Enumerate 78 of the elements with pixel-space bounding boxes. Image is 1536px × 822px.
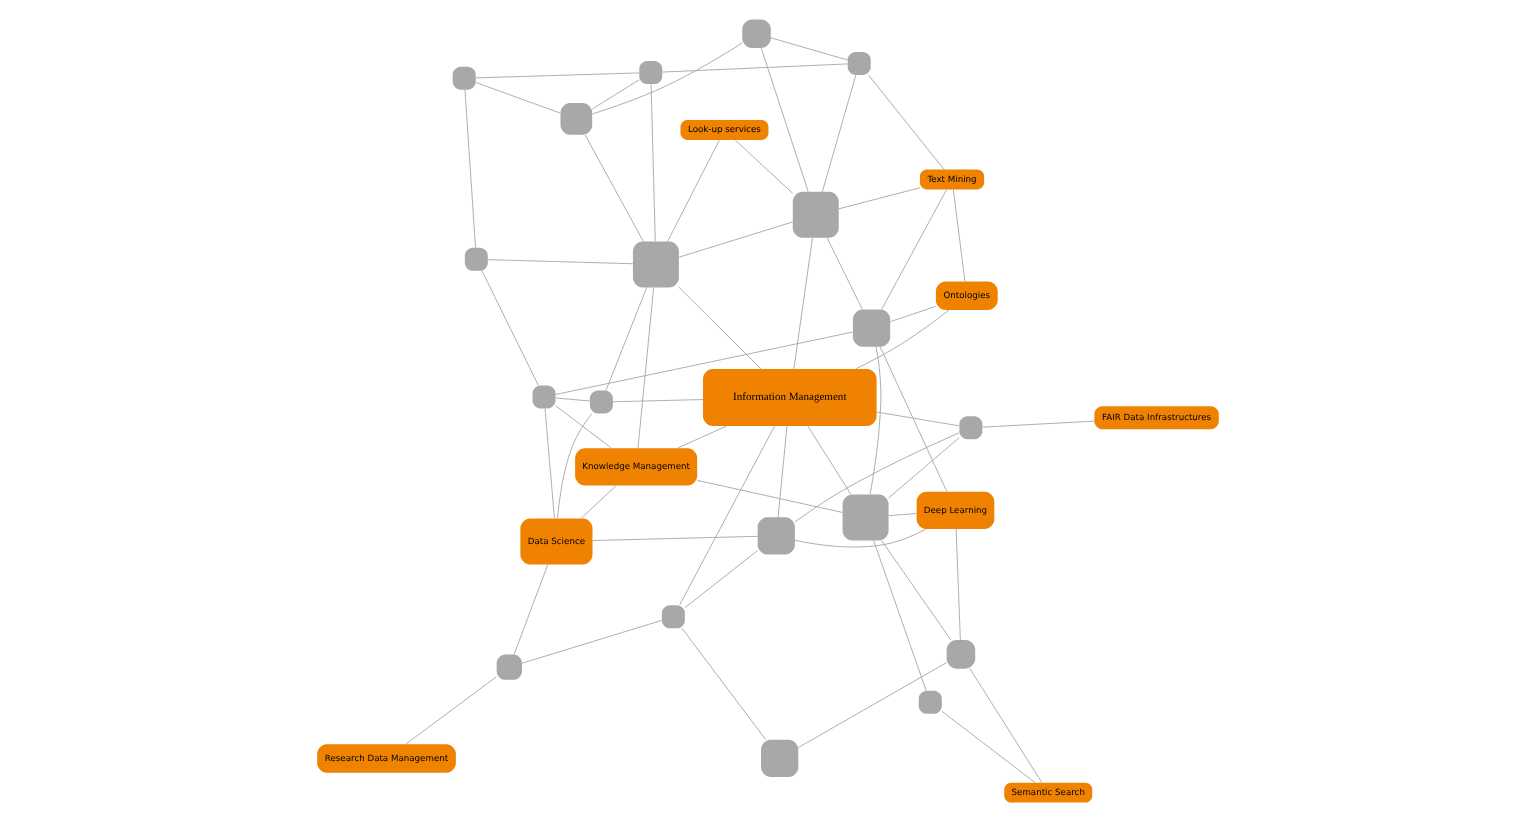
connector xyxy=(557,413,593,519)
node-box xyxy=(496,654,523,680)
connector xyxy=(760,47,809,192)
connector xyxy=(876,411,960,427)
connector xyxy=(661,63,848,73)
node-box xyxy=(761,739,799,777)
connector xyxy=(464,89,477,249)
node-box xyxy=(589,390,613,414)
connector xyxy=(838,187,921,210)
connector xyxy=(555,397,591,402)
node-box xyxy=(792,191,839,238)
connector xyxy=(888,512,918,517)
connector xyxy=(591,79,640,110)
connector xyxy=(475,81,561,114)
node-box xyxy=(560,103,593,135)
connector xyxy=(869,346,882,495)
connector xyxy=(952,188,966,282)
node-box xyxy=(946,640,976,669)
connector xyxy=(941,710,1036,784)
connector xyxy=(584,134,644,242)
node-box xyxy=(847,51,871,75)
connector xyxy=(555,405,612,449)
connector xyxy=(605,287,648,391)
connector xyxy=(821,74,857,193)
connector xyxy=(734,139,794,194)
connector xyxy=(612,399,704,403)
connector xyxy=(481,270,539,386)
connector xyxy=(797,662,947,748)
connector xyxy=(521,619,663,664)
node-box xyxy=(959,416,983,440)
connector xyxy=(637,287,655,449)
connector xyxy=(867,74,945,170)
connector xyxy=(982,420,1095,428)
connector xyxy=(888,437,960,499)
node-box xyxy=(532,385,556,409)
connector xyxy=(544,408,555,519)
connector xyxy=(487,259,634,265)
node-box xyxy=(661,605,685,629)
connector xyxy=(881,540,952,641)
connector xyxy=(580,485,617,519)
connector xyxy=(650,83,656,242)
connector xyxy=(679,425,776,606)
connector xyxy=(777,425,788,518)
node-box xyxy=(464,247,488,271)
connector xyxy=(889,305,937,323)
node-box xyxy=(742,19,771,48)
connector xyxy=(678,221,794,258)
connector xyxy=(513,564,549,655)
connector xyxy=(592,535,758,542)
connector xyxy=(555,331,854,395)
node-box xyxy=(632,241,679,288)
node-box xyxy=(639,61,663,85)
connector xyxy=(881,188,948,310)
connector xyxy=(855,309,950,370)
node-box xyxy=(842,494,889,541)
connector xyxy=(793,237,813,370)
connector xyxy=(955,528,961,641)
connector xyxy=(807,425,852,495)
connector xyxy=(696,479,843,513)
connector xyxy=(591,42,743,115)
connector xyxy=(681,627,767,740)
connector xyxy=(678,286,762,370)
connector xyxy=(794,432,960,523)
connector xyxy=(873,540,927,692)
node-box xyxy=(852,309,891,347)
node-box xyxy=(757,517,795,555)
connector xyxy=(969,668,1043,784)
connector xyxy=(475,72,640,79)
connector xyxy=(794,528,927,548)
connector xyxy=(684,550,759,609)
connector xyxy=(667,139,720,242)
connector xyxy=(677,425,727,449)
connector xyxy=(405,676,497,745)
node-box xyxy=(918,690,942,714)
connector xyxy=(770,37,849,61)
node-box xyxy=(452,66,476,90)
connector xyxy=(826,237,863,310)
connector xyxy=(879,346,948,492)
